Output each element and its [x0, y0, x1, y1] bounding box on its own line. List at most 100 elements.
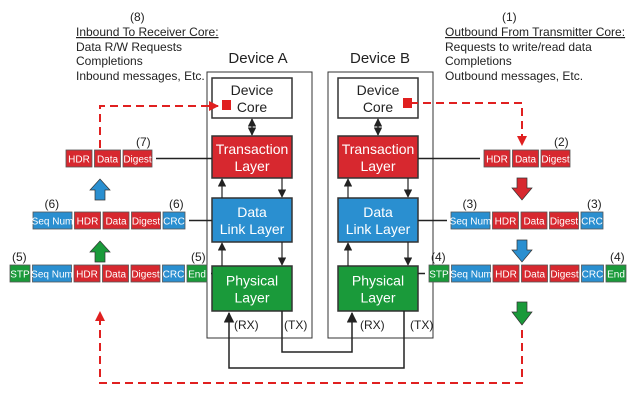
red-down-arrow-icon: [511, 177, 533, 201]
transaction-layer-label: Layer: [360, 158, 395, 174]
packet-field-label: HDR: [486, 155, 508, 166]
step-number: (5): [191, 250, 206, 264]
inbound-line: Completions: [76, 54, 143, 68]
step-number: (6): [45, 197, 60, 211]
link-dashed-flow: [95, 311, 523, 384]
step-number: (2): [554, 135, 569, 149]
blue-up-arrow-icon: [89, 178, 111, 201]
packet-field-label: Digest: [132, 217, 161, 228]
packet-field-digest: [549, 264, 580, 283]
packet-field-data: [512, 149, 539, 168]
packet-field-stp: [9, 264, 31, 283]
packet-field-label: CRC: [582, 270, 604, 281]
packet-field-label: HDR: [68, 155, 90, 166]
packet-field-label: Data: [515, 155, 537, 166]
transaction-layer-label: Transaction: [342, 141, 415, 157]
physical-layer-label: Layer: [360, 290, 395, 306]
packet-field-end: [186, 264, 208, 283]
packet-field-hdr: [483, 149, 511, 168]
packet-field-seq-num: [32, 264, 72, 283]
transaction-layer-label: Layer: [234, 158, 269, 174]
device-a-core-port: [222, 100, 231, 110]
blue-down-arrow-icon: [511, 239, 533, 263]
device-a-tx-label: (TX): [284, 318, 307, 332]
inbound-line: Data R/W Requests: [76, 40, 182, 54]
packet-field-label: CRC: [163, 270, 185, 281]
step-number: (5): [12, 250, 27, 264]
device-b-tx-label: (TX): [410, 318, 433, 332]
data-link-layer-label: Link Layer: [220, 221, 285, 237]
packet-field-label: STP: [429, 270, 449, 281]
packet-field-label: Digest: [550, 217, 579, 228]
packet-field-label: HDR: [495, 270, 517, 281]
inbound-dashed-flow: [99, 101, 219, 148]
packet-field-label: CRC: [581, 217, 603, 228]
packet-field-label: Seq Num: [450, 270, 492, 281]
packet-field-label: Digest: [123, 155, 152, 166]
device-core-label: Core: [237, 99, 268, 115]
outbound-step-number: (1): [502, 10, 517, 24]
packet-field-data: [521, 264, 548, 283]
step-number: (6): [169, 197, 184, 211]
packet-field-crc: [580, 211, 604, 230]
packet-field-end: [605, 264, 627, 283]
packet-field-seq-num: [32, 211, 73, 230]
packet-field-digest: [549, 211, 579, 230]
physical-layer-label: Physical: [352, 273, 404, 289]
device-b-rx-label: (RX): [360, 318, 385, 332]
data-link-layer-label: Link Layer: [346, 221, 411, 237]
device-b-core-port: [403, 98, 412, 108]
packet-field-digest: [540, 149, 571, 168]
packet-field-data: [94, 149, 121, 168]
packet-field-hdr: [74, 211, 101, 230]
step-number: (3): [587, 197, 602, 211]
data-link-layer-label: Data: [363, 204, 393, 220]
packet-field-label: HDR: [77, 217, 99, 228]
device-core-label: Core: [363, 99, 394, 115]
packet-field-crc: [581, 264, 604, 283]
device-b-box: [327, 71, 434, 339]
inbound-step-number: (8): [130, 10, 145, 24]
device-a-label: Device A: [228, 50, 287, 67]
packet-field-hdr: [492, 264, 520, 283]
device-a-rx-label: (RX): [234, 318, 259, 332]
outbound-line: Requests to write/read data: [445, 40, 592, 54]
step-number: (4): [431, 250, 446, 264]
packet-field-digest: [122, 149, 153, 168]
packet-field-crc: [162, 264, 185, 283]
outbound-line: Outbound messages, Etc.: [445, 69, 583, 83]
packet-field-label: Data: [524, 270, 546, 281]
outbound-line: Completions: [445, 54, 512, 68]
physical-layer-label: Physical: [226, 273, 278, 289]
green-down-arrow-icon: [511, 301, 533, 326]
a-tx-to-b-rx-line: [281, 311, 358, 353]
packet-field-seq-num: [451, 264, 491, 283]
packet-field-label: HDR: [495, 217, 517, 228]
packet-field-data: [102, 211, 130, 230]
transaction-layer-label: Transaction: [216, 141, 289, 157]
inbound-line: Inbound messages, Etc.: [76, 69, 205, 83]
step-number: (4): [610, 250, 625, 264]
packet-field-hdr: [492, 211, 519, 230]
device-b-label: Device B: [350, 50, 410, 67]
green-up-arrow-icon: [89, 240, 111, 263]
step-number: (3): [463, 197, 478, 211]
packet-field-label: Data: [105, 270, 127, 281]
packet-field-digest: [131, 211, 161, 230]
packet-field-label: Digest: [550, 270, 579, 281]
packet-field-hdr: [73, 264, 101, 283]
inbound-title: Inbound To Receiver Core:: [76, 25, 219, 39]
device-core-label: Device: [231, 82, 274, 98]
device-core-label: Device: [357, 82, 400, 98]
packet-field-label: HDR: [76, 270, 98, 281]
packet-field-stp: [428, 264, 450, 283]
